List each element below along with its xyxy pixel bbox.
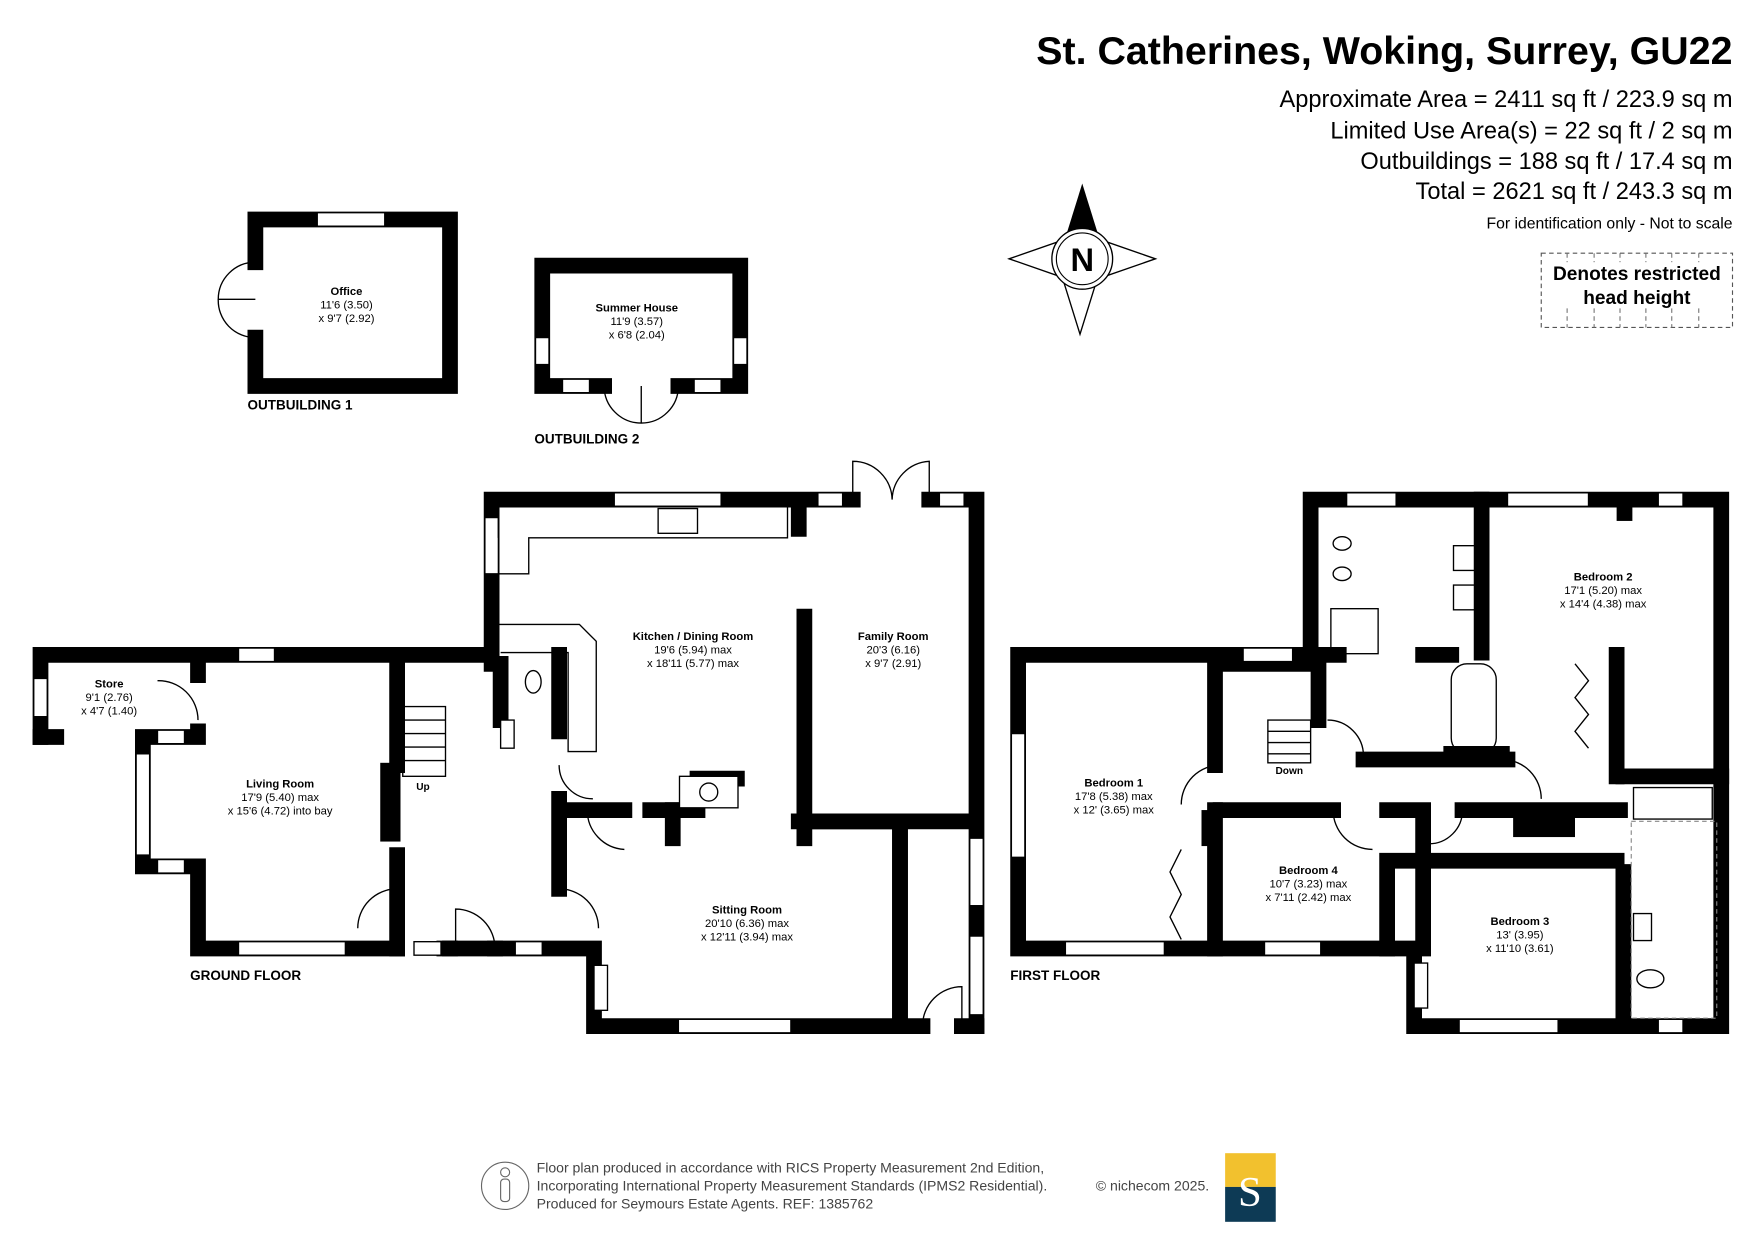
bedroom-2-dim-1: 17'1 (5.20) max xyxy=(1564,585,1642,597)
store-name: Store xyxy=(95,678,124,690)
summer-house-dim-1: 11'9 (3.57) xyxy=(610,316,663,328)
outbuilding-1: Office 11'6 (3.50) x 9'7 (2.92) OUTBUILD… xyxy=(217,211,458,413)
outbuildings-area: Outbuildings = 188 sq ft / 17.4 sq m xyxy=(1360,149,1732,175)
ground-floor-plan: Up Store 9'1 (2.76) x 4'7 (1.40) Living … xyxy=(32,460,985,1034)
family-room-dim-1: 20'3 (6.16) xyxy=(867,645,921,657)
summer-house-dim-2: x 6'8 (2.04) xyxy=(609,330,665,342)
bedroom-3-dim-1: 13' (3.95) xyxy=(1496,929,1543,941)
bedroom-3-name: Bedroom 3 xyxy=(1490,916,1549,928)
footer-line-2: Incorporating International Property Mea… xyxy=(537,1177,1048,1193)
seymours-logo: S xyxy=(1225,1153,1276,1222)
ground-floor-label: GROUND FLOOR xyxy=(190,968,301,983)
copyright: © nichecom 2025. xyxy=(1096,1177,1209,1193)
office-dim-1: 11'6 (3.50) xyxy=(320,299,373,311)
bedroom-2-dim-2: x 14'4 (4.38) max xyxy=(1560,599,1647,611)
outbuilding-2: Summer House 11'9 (3.57) x 6'8 (2.04) OU… xyxy=(534,257,749,446)
bedroom-1-name: Bedroom 1 xyxy=(1084,777,1143,789)
living-room-dim-1: 17'9 (5.40) max xyxy=(241,792,319,804)
bedroom-1-dim-1: 17'8 (5.38) max xyxy=(1075,791,1153,803)
outbuilding-1-label: OUTBUILDING 1 xyxy=(248,398,353,413)
bedroom-4-dim-2: x 7'11 (2.42) max xyxy=(1266,892,1352,904)
bedroom-3-dim-2: x 11'10 (3.61) xyxy=(1486,943,1554,955)
property-title: St. Catherines, Woking, Surrey, GU22 xyxy=(1036,29,1732,73)
kitchen-name: Kitchen / Dining Room xyxy=(633,631,754,643)
approximate-area: Approximate Area = 2411 sq ft / 223.9 sq… xyxy=(1280,87,1733,113)
footer: Floor plan produced in accordance with R… xyxy=(480,1153,1276,1222)
first-floor-label: FIRST FLOOR xyxy=(1010,968,1100,983)
compass-label: N xyxy=(1070,241,1094,278)
footer-line-1: Floor plan produced in accordance with R… xyxy=(537,1159,1045,1175)
legend-line-2: head height xyxy=(1583,288,1691,309)
office-dim-2: x 9'7 (2.92) xyxy=(319,313,375,325)
sitting-room-dim-2: x 12'11 (3.94) max xyxy=(701,932,793,944)
sitting-room-dim-1: 20'10 (6.36) max xyxy=(705,918,789,930)
stairs-down-label: Down xyxy=(1275,766,1303,777)
living-room-name: Living Room xyxy=(246,779,314,791)
summer-house-name: Summer House xyxy=(595,303,678,315)
first-floor-stairs: Down xyxy=(1267,719,1312,777)
outbuilding-2-label: OUTBUILDING 2 xyxy=(534,431,639,446)
restricted-head-height-legend: Denotes restricted head height xyxy=(1540,252,1734,328)
family-room-dim-2: x 9'7 (2.91) xyxy=(865,658,921,670)
stairs-up-label: Up xyxy=(416,782,429,793)
store-dim-2: x 4'7 (1.40) xyxy=(81,705,137,717)
sitting-room-name: Sitting Room xyxy=(712,905,782,917)
legend-line-1: Denotes restricted xyxy=(1553,264,1721,285)
ground-floor-stairs: Up xyxy=(402,705,447,793)
limited-use-area: Limited Use Area(s) = 22 sq ft / 2 sq m xyxy=(1330,118,1732,144)
bedroom-1-dim-2: x 12' (3.65) max xyxy=(1074,804,1155,816)
bedroom-4-dim-1: 10'7 (3.23) max xyxy=(1269,879,1347,891)
north-compass-icon: N xyxy=(1007,183,1158,337)
office-name: Office xyxy=(331,286,363,298)
kitchen-dim-2: x 18'11 (5.77) max xyxy=(647,658,739,670)
disclaimer: For identification only - Not to scale xyxy=(1487,215,1733,232)
logo-letter: S xyxy=(1238,1169,1262,1216)
footer-line-3: Produced for Seymours Estate Agents. REF… xyxy=(537,1195,874,1211)
living-room-dim-2: x 15'6 (4.72) into bay xyxy=(228,806,333,818)
family-room-name: Family Room xyxy=(858,631,929,643)
kitchen-dim-1: 19'6 (5.94) max xyxy=(654,645,732,657)
store-dim-1: 9'1 (2.76) xyxy=(86,692,133,704)
bedroom-4-name: Bedroom 4 xyxy=(1279,865,1339,877)
total-area: Total = 2621 sq ft / 243.3 sq m xyxy=(1416,179,1733,205)
bedroom-2-name: Bedroom 2 xyxy=(1574,572,1633,584)
person-icon xyxy=(480,1161,530,1210)
first-floor-plan: Down Bedroom 1 17'8 (5.38) max x 12' (3.… xyxy=(1010,491,1730,1034)
